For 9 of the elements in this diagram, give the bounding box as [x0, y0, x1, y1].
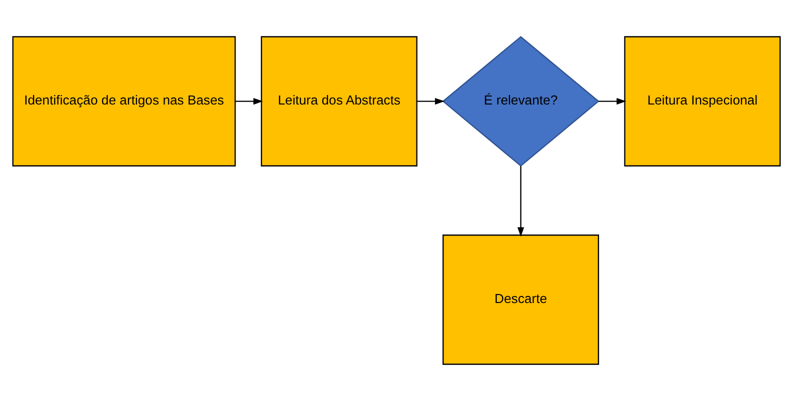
node-diamond: É relevante?	[442, 36, 600, 167]
arrow	[416, 98, 445, 105]
node-box: Leitura Inspecional	[624, 36, 781, 166]
arrow	[517, 166, 524, 237]
node-box: Descarte	[442, 234, 600, 365]
arrow	[235, 98, 263, 105]
node-box: Identificação de artigos nas Bases	[12, 36, 236, 166]
node-box: Leitura dos Abstracts	[260, 36, 418, 166]
arrow	[598, 98, 626, 105]
